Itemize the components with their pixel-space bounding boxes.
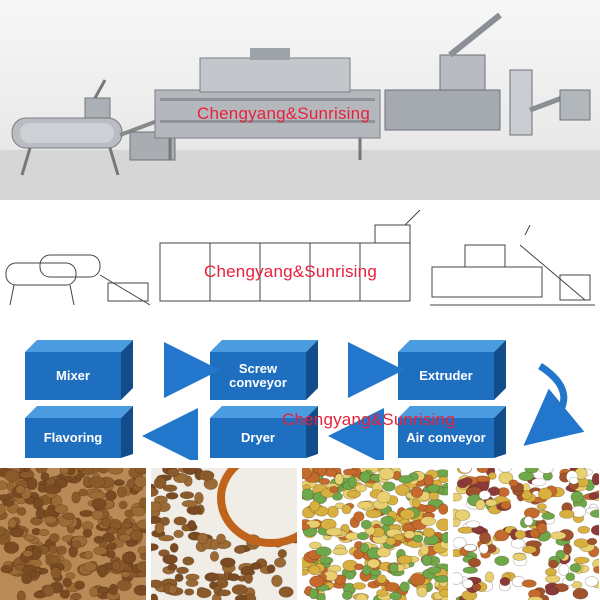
production-line-photo: Chengyang&Sunrising xyxy=(0,0,600,200)
box-screw-conveyor xyxy=(210,340,318,400)
watermark-drawing: Chengyang&Sunrising xyxy=(204,262,377,281)
step-screw-conveyor-label: Screw conveyor xyxy=(229,361,287,390)
sample-mixed-kibble xyxy=(302,468,448,600)
watermark-flow: Chengyang&Sunrising xyxy=(282,410,455,429)
step-flavoring-label: Flavoring xyxy=(43,430,103,445)
step-mixer-label: Mixer xyxy=(56,368,90,383)
extruder-machine xyxy=(384,12,591,136)
production-line-drawing-graphic xyxy=(5,209,595,306)
sample-mixed-kibble-graphic xyxy=(302,468,448,600)
sample-brown-kibble-bowl-graphic xyxy=(151,468,297,600)
sample-brown-kibble-graphic xyxy=(0,468,146,600)
process-flow-graphic xyxy=(25,340,585,460)
step-air-conveyor-label: Air conveyor xyxy=(406,430,486,445)
sample-brown-kibble xyxy=(0,468,146,600)
arrow-extruder-to-air-conveyor xyxy=(523,363,585,446)
box-mixer xyxy=(25,340,133,400)
box-dryer xyxy=(210,406,318,458)
product-samples xyxy=(0,468,600,600)
sample-shaped-treats xyxy=(453,468,599,600)
watermark-photo: Chengyang&Sunrising xyxy=(197,104,370,123)
dryer-machine xyxy=(154,48,381,160)
box-flavoring xyxy=(25,406,133,458)
step-dryer-label: Dryer xyxy=(241,430,275,445)
step-extruder-label: Extruder xyxy=(419,368,473,383)
box-air-conveyor xyxy=(398,406,506,458)
process-flow: Mixer Screw conveyor Extruder Air convey… xyxy=(0,330,600,460)
sample-shaped-treats-graphic xyxy=(453,468,599,600)
flavoring-drum-machine xyxy=(11,79,123,176)
production-line-drawing: Chengyang&Sunrising xyxy=(0,205,600,320)
production-line-photo-graphic xyxy=(0,12,600,200)
box-extruder xyxy=(398,340,506,400)
sample-brown-kibble-bowl xyxy=(151,468,297,600)
